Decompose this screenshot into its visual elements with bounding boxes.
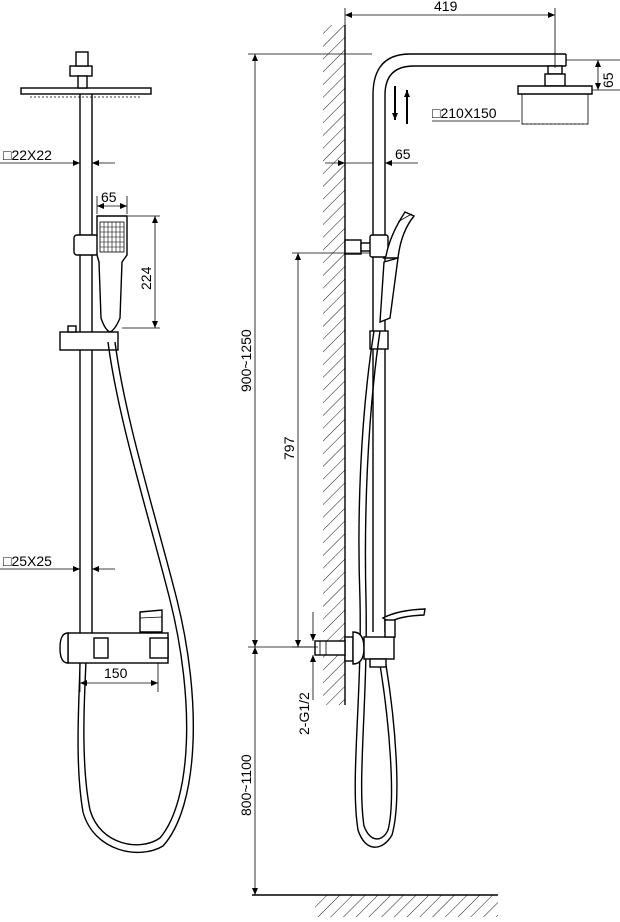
dim-riser-size: □25X25 [0, 553, 115, 572]
dim-valve-width: 150 [79, 663, 159, 692]
front-hand-shower [96, 215, 128, 333]
front-overhead-shower-head [20, 51, 152, 98]
dim-wall-offset: 65 [325, 146, 418, 166]
label-arm-reach: 419 [434, 0, 458, 14]
dim-handset-width: 65 [96, 189, 128, 214]
dim-slide-height: 797 [281, 252, 370, 648]
dim-head-drop: 65 [566, 59, 620, 91]
front-holder [73, 234, 99, 256]
front-slide-bracket [59, 331, 119, 351]
dim-inlet-thread: 2-G1/2 [296, 612, 316, 735]
front-view: □22X22 65 224 □25X25 150 [0, 51, 194, 854]
adjust-arrows-icon [392, 86, 410, 124]
label-head-size: □210X150 [432, 105, 497, 121]
label-handset-width: 65 [101, 189, 117, 205]
wall-hatch [323, 25, 346, 705]
label-inlet-thread: 2-G1/2 [296, 692, 312, 735]
dim-adjust-range-upper: 900~1250 [238, 53, 372, 647]
side-mixer-valve [314, 608, 426, 668]
side-hand-shower [379, 211, 416, 324]
label-valve-width: 150 [104, 665, 128, 681]
label-head-drop: 65 [600, 72, 616, 88]
dim-adjust-range-lower: 800~1100 [238, 647, 258, 895]
label-slide-height: 797 [281, 436, 297, 460]
side-shower-hose [354, 330, 398, 848]
label-arm-size: □22X22 [3, 147, 52, 163]
label-adjust-range-lower: 800~1100 [238, 754, 254, 816]
dim-head-size: □210X150 [432, 105, 520, 122]
floor-hatch [252, 894, 498, 917]
side-view: 419 65 □210X150 65 797 [238, 0, 620, 917]
front-shower-hose [77, 341, 194, 854]
side-overhead-shower-head [517, 65, 593, 125]
dim-arm-size: □22X22 [0, 147, 115, 166]
label-handset-height: 224 [138, 266, 154, 290]
side-riser-and-arm [372, 53, 567, 632]
dim-handset-height: 224 [122, 215, 160, 329]
label-riser-size: □25X25 [3, 553, 52, 569]
front-riser-pipe [79, 94, 93, 633]
side-wall-bracket [344, 234, 389, 258]
label-wall-offset: 65 [395, 146, 411, 162]
front-mixer-valve [59, 609, 169, 664]
dim-arm-reach: 419 [344, 0, 556, 68]
label-adjust-range-upper: 900~1250 [238, 329, 254, 392]
